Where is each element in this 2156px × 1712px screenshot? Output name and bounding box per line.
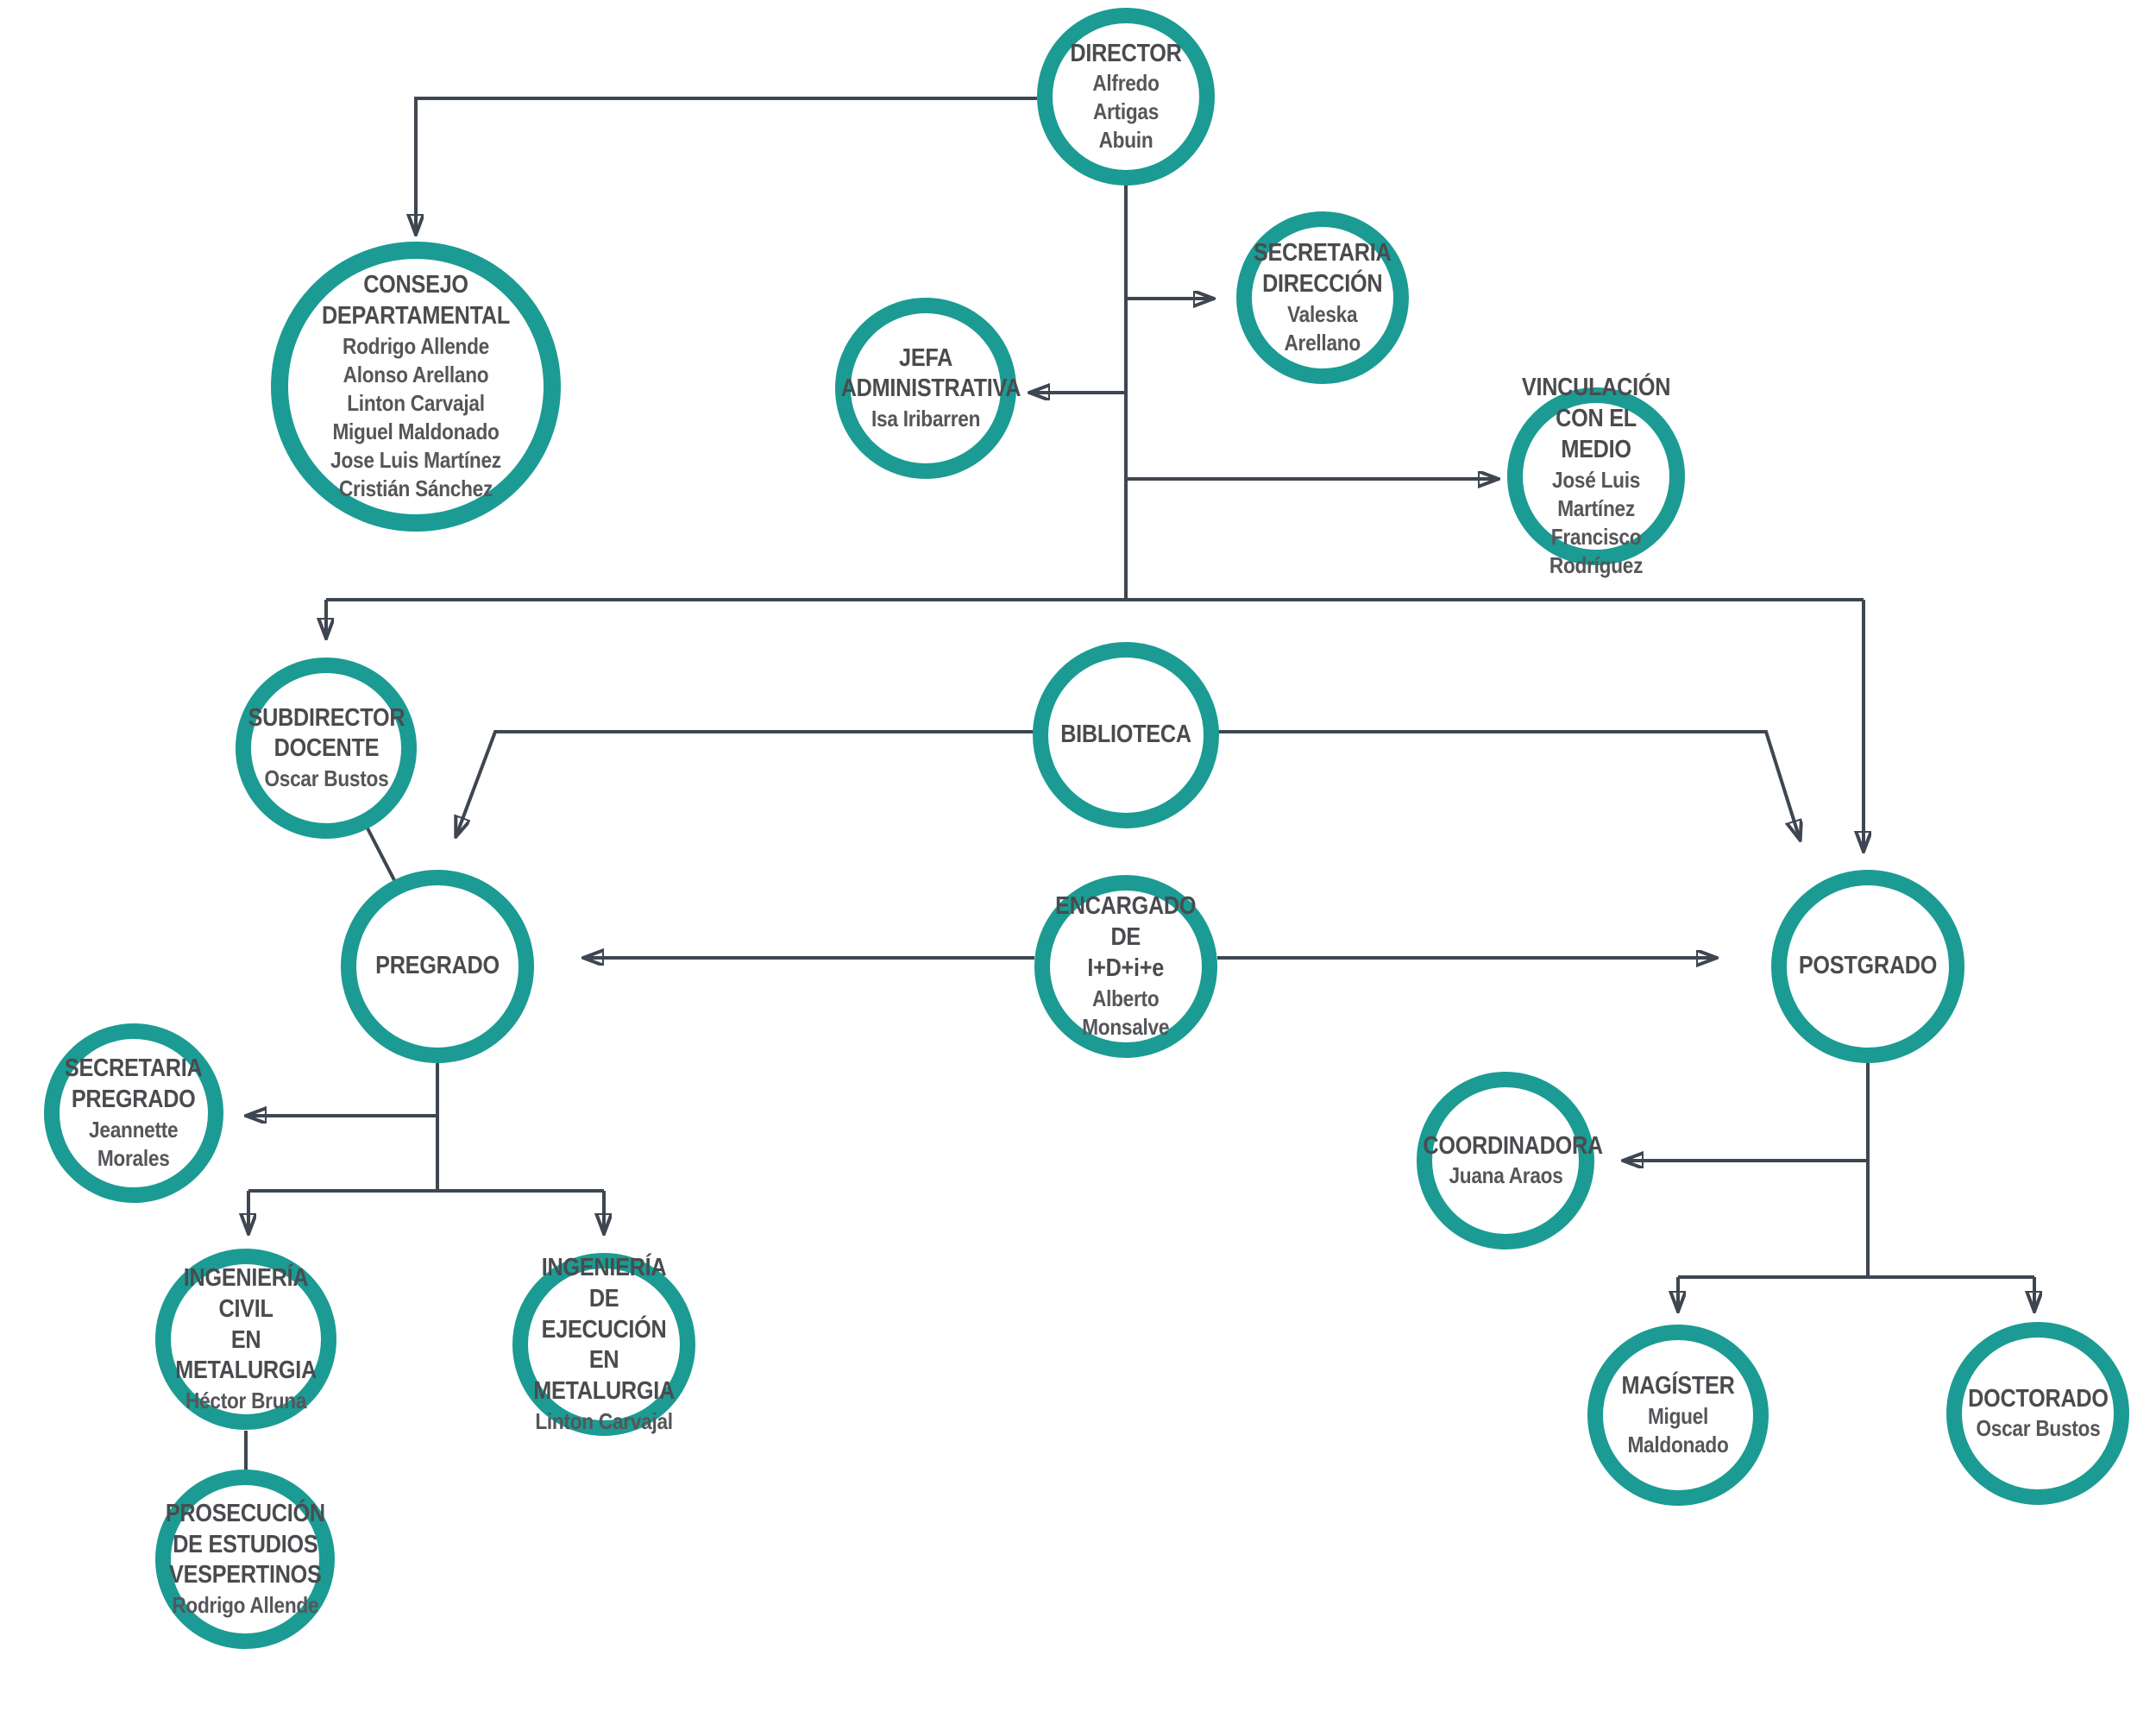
node-subdirector-title: SUBDIRECTOR DOCENTE bbox=[248, 703, 405, 763]
node-doctorado-names: Oscar Bustos bbox=[1976, 1415, 2100, 1442]
node-encargado-title: ENCARGADO DE I+D+i+e bbox=[1055, 892, 1197, 982]
node-coordinadora-title: COORDINADORA bbox=[1422, 1131, 1603, 1160]
node-magister-names: Miguel Maldonado bbox=[1627, 1402, 1729, 1457]
connector-subdirector-pregrado bbox=[365, 826, 396, 881]
node-jefa-administrativa: JEFA ADMINISTRATIVA Isa Iribarren bbox=[835, 298, 1021, 479]
connector-biblioteca-pregrado bbox=[456, 730, 1034, 835]
node-prosecucion-names: Rodrigo Allende bbox=[172, 1592, 318, 1619]
node-director-title: DIRECTOR bbox=[1070, 39, 1182, 67]
node-director-names: Alfredo Artigas Abuin bbox=[1092, 70, 1160, 154]
node-subdirector-names: Oscar Bustos bbox=[264, 765, 388, 792]
node-postgrado: POSTGRADO bbox=[1771, 870, 1964, 1063]
node-secretaria-direccion-title: SECRETARIA DIRECCIÓN bbox=[1254, 239, 1392, 298]
node-biblioteca-title: BIBLIOTECA bbox=[1060, 721, 1191, 749]
node-ingenieria-civil-title: INGENIERÍA CIVIL EN METALURGIA bbox=[175, 1263, 317, 1385]
node-secretaria-direccion-names: Valeska Arellano bbox=[1284, 300, 1361, 356]
node-consejo-names: Rodrigo Allende Alonso Arellano Linton C… bbox=[330, 332, 501, 501]
node-ingenieria-ejecucion-title: INGENIERÍA DE EJECUCIÓN EN METALURGIA bbox=[533, 1253, 675, 1406]
connector-director-consejo bbox=[416, 97, 1037, 233]
connector-biblioteca-postgrado bbox=[1217, 730, 1800, 839]
node-ingenieria-ejecucion-names: Linton Carvajal bbox=[535, 1408, 673, 1435]
node-secretaria-pregrado-names: Jeannette Morales bbox=[89, 1116, 179, 1171]
node-biblioteca: BIBLIOTECA bbox=[1033, 642, 1219, 828]
node-jefa-administrativa-names: Isa Iribarren bbox=[871, 406, 981, 432]
node-vinculacion-title: VINCULACIÓN CON EL MEDIO bbox=[1521, 374, 1671, 463]
node-magister-title: MAGÍSTER bbox=[1621, 1372, 1735, 1400]
node-prosecucion-estudios-vespertinos: PROSECUCIÓN DE ESTUDIOS VESPERTINOS Rodri… bbox=[155, 1470, 335, 1649]
node-secretaria-pregrado-title: SECRETARIA PREGRADO bbox=[65, 1054, 203, 1113]
node-ingenieria-civil-names: Héctor Bruna bbox=[185, 1388, 307, 1414]
node-consejo-title: CONSEJO DEPARTAMENTAL bbox=[321, 271, 511, 330]
node-pregrado-title: PREGRADO bbox=[375, 952, 500, 980]
node-doctorado-title: DOCTORADO bbox=[1967, 1384, 2109, 1413]
node-encargado-names: Alberto Monsalve bbox=[1082, 985, 1170, 1040]
node-postgrado-title: POSTGRADO bbox=[1798, 952, 1938, 980]
node-pregrado: PREGRADO bbox=[341, 870, 534, 1063]
node-vinculacion-names: José Luis Martínez Francisco Rodríguez bbox=[1549, 466, 1644, 578]
node-jefa-administrativa-title: JEFA ADMINISTRATIVA bbox=[840, 343, 1021, 403]
node-ingenieria-civil: INGENIERÍA CIVIL EN METALURGIA Héctor Bru… bbox=[155, 1249, 336, 1430]
node-director: DIRECTOR Alfredo Artigas Abuin bbox=[1037, 8, 1215, 186]
node-prosecucion-title: PROSECUCIÓN DE ESTUDIOS VESPERTINOS bbox=[165, 1499, 325, 1589]
node-coordinadora-names: Juana Araos bbox=[1448, 1162, 1563, 1189]
